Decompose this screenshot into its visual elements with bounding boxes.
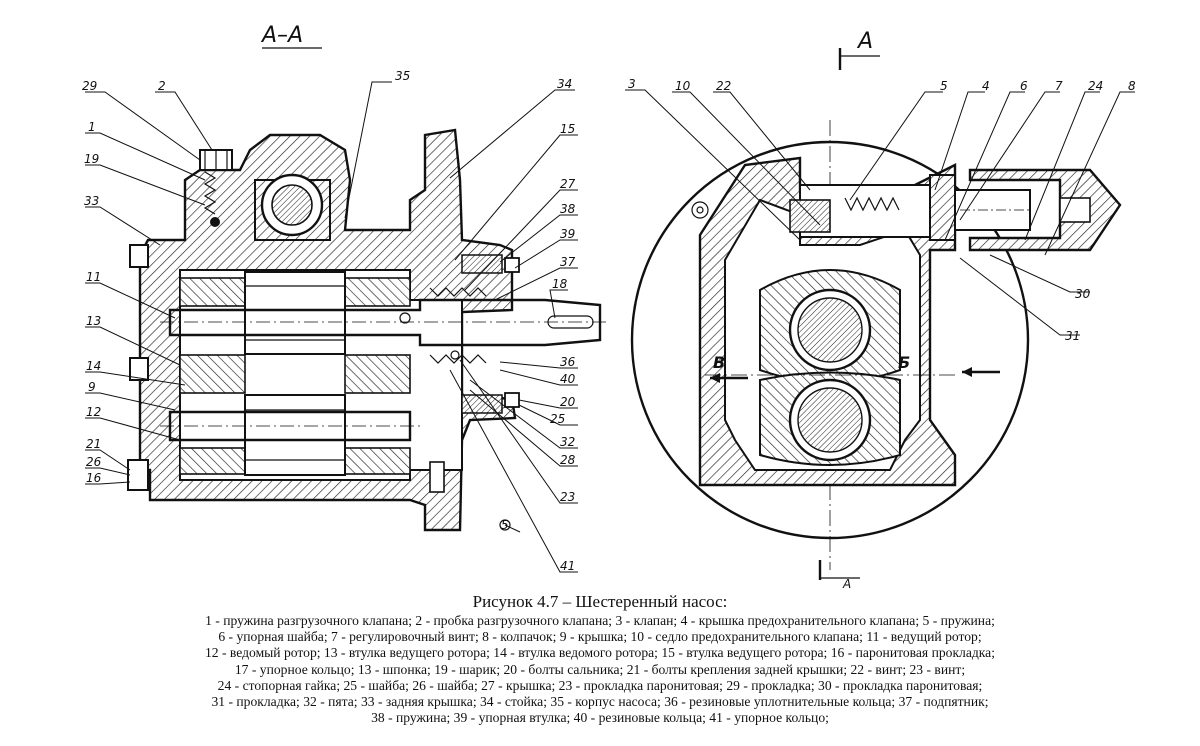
callout-4: 4	[982, 79, 990, 93]
callout-6: 6	[1020, 79, 1028, 93]
left-leaders	[85, 81, 578, 573]
legend-line: 24 - стопорная гайка; 25 - шайба; 26 - ш…	[217, 677, 983, 693]
callout-20: 20	[560, 395, 576, 409]
legend-line: 31 - прокладка; 32 - пята; 33 - задняя к…	[211, 694, 989, 710]
legend-line: 12 - ведомый ротор; 13 - втулка ведущего…	[205, 645, 995, 661]
callout-18: 18	[552, 277, 568, 291]
callout-34: 34	[557, 77, 572, 91]
callout-37: 37	[560, 255, 576, 269]
right-leaders	[625, 89, 1135, 336]
legend-line: 6 - упорная шайба; 7 - регулировочный ви…	[218, 629, 982, 645]
callout-39: 39	[560, 227, 575, 241]
legend-line: 38 - пружина; 39 - упорная втулка; 40 - …	[371, 710, 829, 726]
section-view-a-a: А–А	[82, 23, 610, 573]
valve-cap	[968, 168, 1122, 252]
drive-shaft	[168, 298, 602, 347]
callout-24: 24	[1088, 79, 1103, 93]
callout-1: 1	[88, 120, 96, 134]
callout-21: 21	[86, 437, 101, 451]
callout-2: 2	[158, 79, 166, 93]
callout-10: 10	[675, 79, 691, 93]
callout-31: 31	[1065, 329, 1080, 343]
legend-line: 17 - упорное кольцо; 13 - шпонка; 19 - ш…	[234, 661, 966, 677]
callout-27: 27	[560, 177, 576, 191]
right-callouts: 3 10 22 5 4 6 7 24 8 30 31	[628, 77, 1136, 343]
callout-15: 15	[560, 122, 575, 136]
pump-drawing: А–А	[82, 23, 1136, 590]
callout-5: 5	[940, 79, 948, 93]
callout-8: 8	[1128, 79, 1136, 93]
callout-28: 28	[560, 453, 576, 467]
figure-caption: Рисунок 4.7 – Шестеренный насос:	[472, 592, 728, 611]
callout-33: 33	[84, 194, 99, 208]
callout-13: 13	[86, 314, 101, 328]
callout-12: 12	[86, 405, 101, 419]
callout-29: 29	[82, 79, 97, 93]
callout-23: 23	[560, 490, 575, 504]
flow-label-outlet: В	[713, 353, 725, 372]
view-marker-bottom: А	[842, 577, 851, 590]
parts-legend: 1 - пружина разгрузочного клапана; 2 - п…	[0, 613, 1200, 726]
callout-40: 40	[560, 372, 576, 386]
callout-22: 22	[716, 79, 731, 93]
callout-19: 19	[84, 152, 99, 166]
callout-5-left: 5	[501, 518, 509, 532]
view-marker: А	[856, 29, 873, 54]
end-view: А А В Б	[625, 29, 1136, 590]
callout-3: 3	[628, 77, 636, 91]
left-callouts: 29 2 1 19 33 11 13 14 9 12 21 26 16 35 3…	[82, 69, 576, 573]
callout-26: 26	[86, 455, 102, 469]
callout-41: 41	[560, 559, 575, 573]
callout-38: 38	[560, 202, 576, 216]
legend-line: 1 - пружина разгрузочного клапана; 2 - п…	[205, 613, 995, 628]
callout-11: 11	[86, 270, 101, 284]
callout-14: 14	[86, 359, 101, 373]
flow-label-inlet: Б	[898, 353, 910, 372]
callout-7: 7	[1055, 79, 1063, 93]
callout-30: 30	[1075, 287, 1091, 301]
callout-9: 9	[88, 380, 96, 394]
callout-25: 25	[550, 412, 565, 426]
section-label: А–А	[260, 23, 303, 48]
callout-32: 32	[560, 435, 575, 449]
callout-16: 16	[86, 471, 102, 485]
callout-36: 36	[560, 355, 576, 369]
callout-35: 35	[395, 69, 410, 83]
